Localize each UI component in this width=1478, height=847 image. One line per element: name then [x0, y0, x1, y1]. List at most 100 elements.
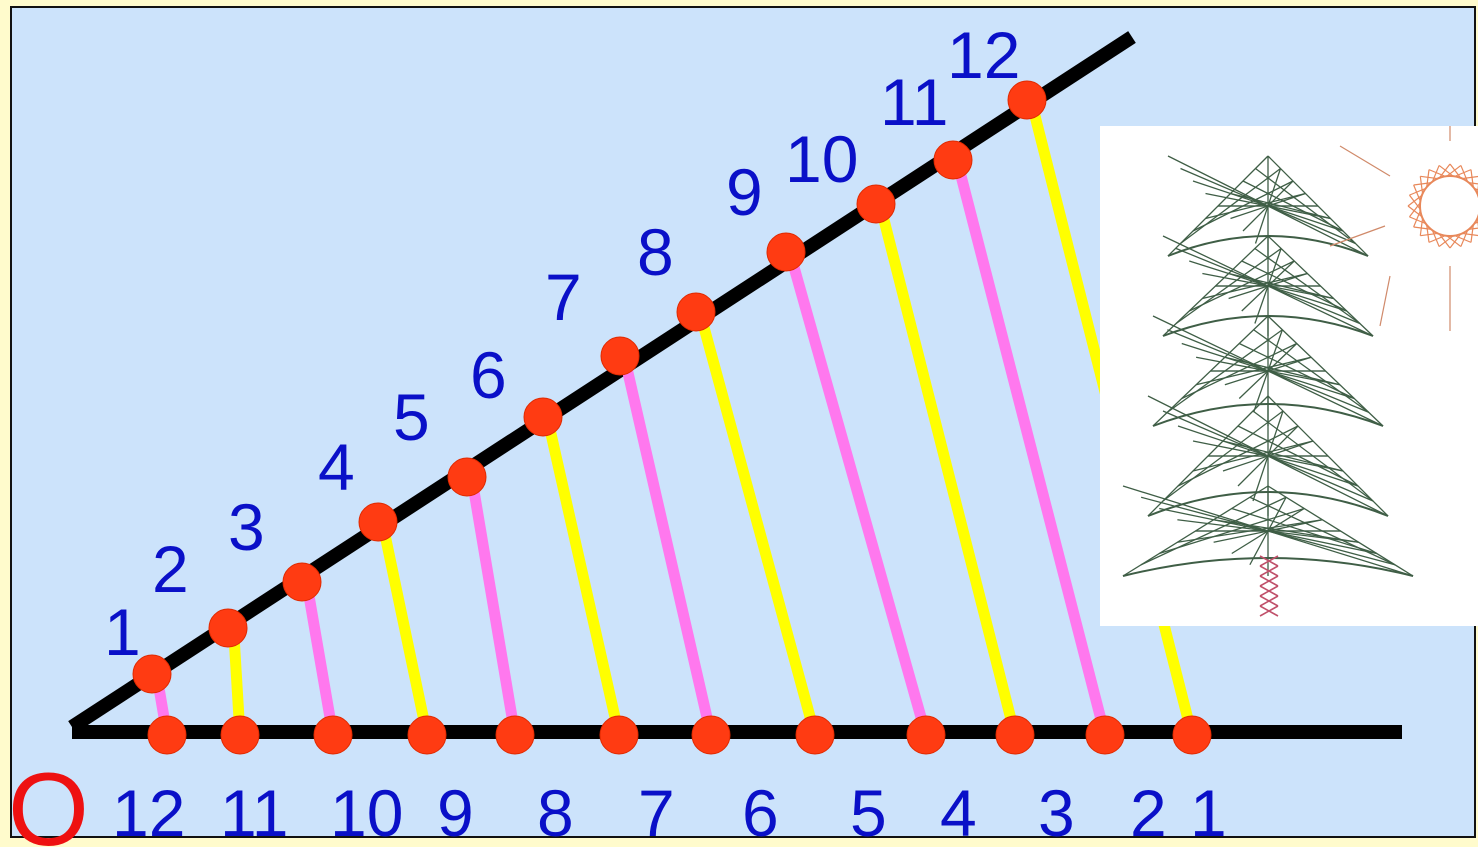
tree-thread: [1162, 235, 1374, 337]
tree-thread: [1122, 485, 1269, 577]
sun-ray: [1379, 275, 1391, 327]
tree-thread: [1175, 247, 1282, 325]
trunk-thread: [1259, 595, 1279, 607]
thread-9: [786, 258, 932, 737]
lower-label-6: 7: [638, 776, 675, 847]
tree-thread: [1159, 507, 1305, 555]
tree-string-art: [1122, 155, 1414, 617]
upper-label-6: 6: [470, 338, 507, 412]
thread-11: [953, 166, 1111, 737]
tree-thread: [1192, 180, 1294, 232]
tree-thread: [1140, 496, 1287, 566]
trunk-thread: [1259, 555, 1279, 567]
tree-thread: [1188, 260, 1295, 312]
upper-point-8: [676, 292, 716, 332]
tree-thread: [1147, 395, 1389, 517]
lower-point-11: [220, 715, 260, 755]
tree-thread: [1177, 425, 1299, 487]
trunk-thread: [1259, 575, 1279, 587]
upper-point-1: [132, 654, 172, 694]
tree-thread: [1152, 315, 1384, 427]
upper-point-10: [856, 184, 896, 224]
tree-thread: [1202, 272, 1308, 300]
lower-point-10: [313, 715, 353, 755]
lower-label-8: 5: [850, 776, 887, 847]
upper-label-7: 7: [545, 260, 582, 334]
upper-label-3: 3: [228, 490, 265, 564]
upper-point-11: [933, 140, 973, 180]
thread-8: [696, 318, 821, 737]
upper-point-3: [282, 562, 322, 602]
tree-thread: [1177, 519, 1323, 543]
tree-thread: [1180, 167, 1281, 245]
upper-point-12: [1007, 80, 1047, 120]
lower-label-7: 6: [742, 776, 779, 847]
upper-point-6: [523, 397, 563, 437]
upper-label-1: 1: [104, 595, 141, 669]
upper-label-11: 11: [880, 65, 949, 139]
upper-point-2: [208, 608, 248, 648]
lower-point-7: [599, 715, 639, 755]
lower-point-5: [795, 715, 835, 755]
upper-label-12: 12: [947, 18, 1020, 92]
upper-point-5: [447, 457, 487, 497]
lower-point-8: [495, 715, 535, 755]
inset-drawing: [1122, 126, 1478, 617]
thread-4: [378, 528, 433, 737]
upper-point-9: [766, 232, 806, 272]
trunk-thread: [1259, 585, 1279, 597]
lower-label-11: 2: [1130, 776, 1167, 847]
upper-label-2: 2: [152, 532, 189, 606]
tree-thread: [1166, 329, 1283, 413]
thread-7: [620, 362, 717, 737]
threads: [152, 106, 1198, 737]
tree-thread: [1192, 440, 1314, 472]
lower-label-10: 3: [1038, 776, 1075, 847]
string-art-examples-image: [1100, 126, 1478, 626]
thread-5: [467, 484, 521, 736]
sun-string-art: [1329, 126, 1478, 331]
lower-label-5: 8: [537, 776, 574, 847]
sun-ray: [1329, 225, 1386, 247]
lower-label-9: 4: [940, 776, 977, 847]
lower-label-1: 12: [112, 776, 185, 847]
sun-ray: [1339, 145, 1391, 177]
tree-thread: [1122, 485, 1414, 577]
upper-point-4: [358, 502, 398, 542]
trunk-thread: [1259, 605, 1279, 617]
tree-thread: [1181, 342, 1298, 400]
lower-point-2: [1085, 715, 1125, 755]
lower-label-2: 11: [220, 776, 289, 847]
upper-label-9: 9: [726, 155, 763, 229]
lower-point-6: [691, 715, 731, 755]
upper-point-7: [600, 336, 640, 376]
lower-point-3: [995, 715, 1035, 755]
lower-label-3: 10: [330, 776, 403, 847]
lower-point-12: [147, 715, 187, 755]
thread-3: [302, 589, 339, 736]
upper-label-10: 10: [785, 122, 858, 196]
origin-label: O: [8, 752, 89, 847]
lower-point-4: [906, 715, 946, 755]
tree-thread: [1195, 356, 1312, 386]
lower-point-1: [1172, 715, 1212, 755]
tree-tier-edge: [1122, 557, 1414, 577]
sun-center: [1419, 175, 1478, 237]
tree-thread: [1205, 192, 1306, 220]
thread-10: [876, 210, 1021, 737]
trunk-thread: [1259, 565, 1279, 577]
tree-thread: [1162, 410, 1284, 502]
tree-thread: [1147, 395, 1269, 517]
lower-label-4: 9: [437, 776, 474, 847]
tree-thread: [1167, 155, 1269, 257]
upper-label-8: 8: [637, 215, 674, 289]
lower-label-12: 1: [1190, 776, 1227, 847]
tree-thread: [1162, 235, 1269, 337]
thread-6: [543, 423, 625, 737]
upper-label-5: 5: [393, 380, 430, 454]
lower-point-9: [407, 715, 447, 755]
dots: [132, 80, 1212, 755]
